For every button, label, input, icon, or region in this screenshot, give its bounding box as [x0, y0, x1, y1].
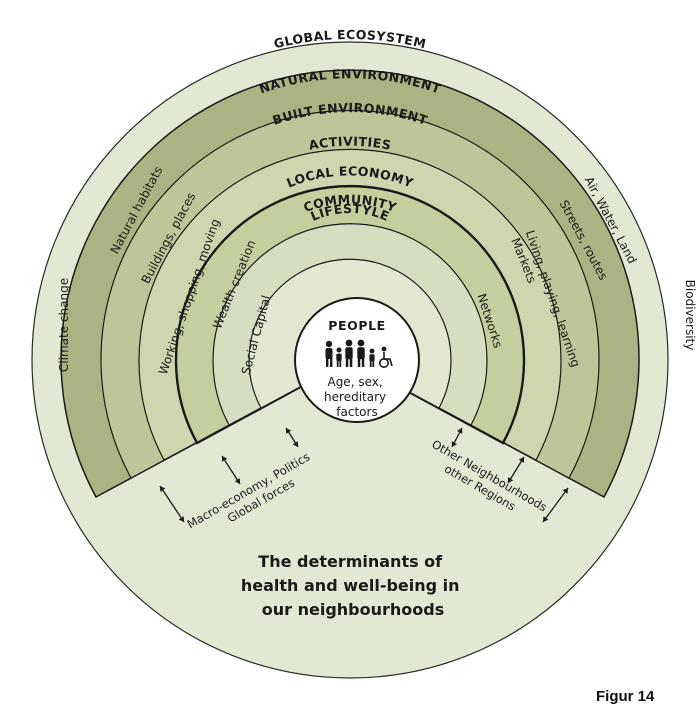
diagram-title: The determinants of health and well-bein… [241, 552, 465, 619]
arrow-line [507, 456, 525, 484]
climate-change-label: Climate change [57, 278, 71, 372]
arrow-head [292, 441, 298, 447]
figure-caption: Figur 14 [596, 688, 655, 705]
people-description: Age, sex, hereditary factors [324, 375, 390, 419]
arrow-head [160, 486, 166, 492]
arrow-line [159, 485, 185, 523]
arrow-head [222, 456, 228, 462]
arrow-head [508, 477, 514, 483]
people-title: PEOPLE [328, 318, 386, 333]
wheelchair-icon [378, 346, 393, 368]
lifestyle-label: LIFESTYLE [308, 201, 391, 224]
arrow-head [562, 488, 568, 494]
arrow-head [451, 441, 457, 447]
arrow-head [518, 457, 524, 463]
arrow-head [234, 478, 240, 484]
arrow-line [542, 487, 569, 523]
arrow-head [286, 428, 292, 434]
family-icon [325, 339, 375, 367]
activities-label: ACTIVITIES [307, 134, 392, 153]
biodiversity-label: Biodiversity [683, 280, 697, 351]
double-arrow-icon [159, 427, 569, 523]
arrow-head [457, 428, 463, 434]
arrow-head [178, 516, 184, 522]
people-core [294, 297, 420, 423]
arrow-head [543, 516, 549, 522]
arrow-line [221, 455, 241, 485]
